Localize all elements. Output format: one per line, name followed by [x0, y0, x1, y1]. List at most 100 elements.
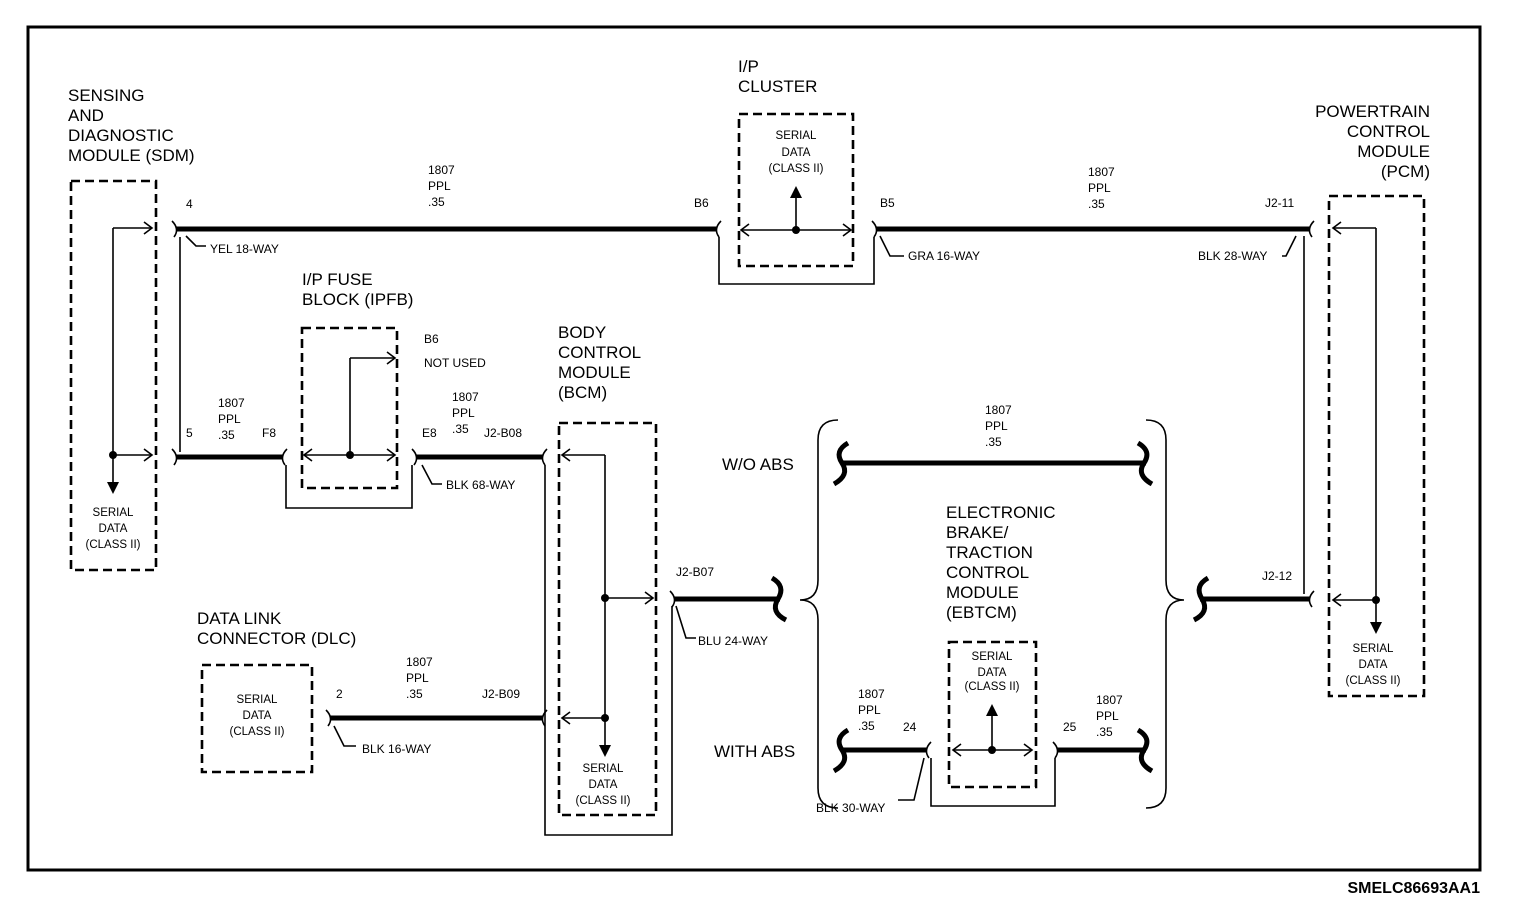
sdm-label-2: AND	[68, 106, 104, 125]
pin-sdm-5: 5	[186, 426, 193, 440]
ebtcm-serial-2: DATA	[978, 667, 1007, 679]
sdm-module: SENSING AND DIAGNOSTIC MODULE (SDM) SERI…	[68, 86, 195, 572]
left-brace	[799, 419, 839, 809]
pin-ipfb-e8: E8	[422, 426, 437, 440]
diagram-frame	[26, 25, 1482, 872]
wire-gauge-2: .35	[1088, 197, 1105, 211]
wire-gauge-3: .35	[218, 428, 235, 442]
pin-ebtcm-25: 25	[1063, 720, 1077, 734]
conn-yel18: YEL 18-WAY	[210, 242, 279, 256]
ipc-label-1: I/P	[738, 57, 759, 76]
pcm-serial-3: (CLASS II)	[1346, 675, 1401, 687]
conn-gra16: GRA 16-WAY	[908, 249, 980, 263]
dlc-serial-1: SERIAL	[237, 694, 279, 706]
ebtcm-box	[947, 640, 1038, 789]
ipc-serial-1: SERIAL	[776, 130, 818, 142]
bcm-serial-1: SERIAL	[583, 763, 625, 775]
sdm-label-1: SENSING	[68, 86, 145, 105]
pin-sdm-4: 4	[186, 197, 193, 211]
conn-blu24: BLU 24-WAY	[698, 634, 768, 648]
pcm-label-3: MODULE	[1357, 142, 1430, 161]
bcm-serial-2: DATA	[589, 779, 618, 791]
wire-circuit-5: 1807	[985, 403, 1012, 417]
pin-bcm-j2-b09: J2-B09	[482, 687, 520, 701]
sdm-serial-1: SERIAL	[93, 507, 135, 519]
bcm-label-3: MODULE	[558, 363, 631, 382]
ipc-label-2: CLUSTER	[738, 77, 817, 96]
conn-blk28: BLK 28-WAY	[1198, 249, 1267, 263]
ebtcm-label-6: (EBTCM)	[946, 603, 1017, 622]
note-not-used: NOT USED	[424, 356, 486, 370]
wire-gauge-4: .35	[452, 422, 469, 436]
conn-blk16: BLK 16-WAY	[362, 742, 431, 756]
wire-color-5: PPL	[985, 419, 1008, 433]
sdm-serial-3: (CLASS II)	[86, 539, 141, 551]
pcm-serial-2: DATA	[1359, 659, 1388, 671]
bcm-label-4: (BCM)	[558, 383, 607, 402]
bcm-module: BODY CONTROL MODULE (BCM) SERIAL DATA (C…	[557, 323, 658, 817]
conn-blk30: BLK 30-WAY	[816, 801, 885, 815]
pin-dlc-2: 2	[336, 687, 343, 701]
pcm-label-1: POWERTRAIN	[1315, 102, 1430, 121]
wire-color-7: PPL	[1096, 709, 1119, 723]
bcm-label-2: CONTROL	[558, 343, 641, 362]
ipfb-label-2: BLOCK (IPFB)	[302, 290, 413, 309]
pin-bcm-j2-b08: J2-B08	[484, 426, 522, 440]
pin-ipc-b5: B5	[880, 196, 895, 210]
ipfb-label-1: I/P FUSE	[302, 270, 373, 289]
ipc-box	[737, 112, 855, 268]
bcm-out-wire: J2-B07 BLU 24-WAY	[669, 565, 788, 648]
ipfb-module: I/P FUSE BLOCK (IPFB) B6 NOT USED	[300, 270, 486, 490]
wire-gauge-8: .35	[406, 687, 423, 701]
wire-color-3: PPL	[218, 412, 241, 426]
right-brace	[1145, 419, 1185, 809]
wire-circuit-7: 1807	[1096, 693, 1123, 707]
dlc-module: DATA LINK CONNECTOR (DLC) SERIAL DATA (C…	[197, 609, 548, 774]
wire-gauge-7: .35	[1096, 725, 1113, 739]
ebtcm-label-4: CONTROL	[946, 563, 1029, 582]
bcm-box	[557, 421, 658, 817]
sdm-label-3: DIAGNOSTIC	[68, 126, 174, 145]
ebtcm-label-1: ELECTRONIC	[946, 503, 1056, 522]
ip-cluster-module: I/P CLUSTER SERIAL DATA (CLASS II)	[737, 57, 855, 268]
sdm-serial-2: DATA	[99, 523, 128, 535]
mid-wire: 5 1807 PPL .35 F8 E8 1807 PPL .35 J2-B08…	[171, 237, 548, 716]
with-abs-label: WITH ABS	[714, 742, 795, 761]
pcm-box	[1327, 194, 1426, 698]
top-wire: 4 1807 PPL .35 B6 YEL 18-WAY B5 1807 PPL…	[171, 163, 1315, 285]
pin-ebtcm-24: 24	[903, 720, 917, 734]
pin-pcm-j2-12: J2-12	[1262, 569, 1292, 583]
pin-ipfb-b6: B6	[424, 332, 439, 346]
wire-color-4: PPL	[452, 406, 475, 420]
ebtcm-module: ELECTRONIC BRAKE/ TRACTION CONTROL MODUL…	[946, 503, 1056, 789]
sdm-label-4: MODULE (SDM)	[68, 146, 195, 165]
figure-id: SMELC86693AA1	[1348, 880, 1481, 897]
ipc-serial-3: (CLASS II)	[769, 163, 824, 175]
wire-circuit-4: 1807	[452, 390, 479, 404]
dlc-label-1: DATA LINK	[197, 609, 282, 628]
pin-ipfb-f8: F8	[262, 426, 276, 440]
wire-circuit-2: 1807	[1088, 165, 1115, 179]
ebtcm-serial-1: SERIAL	[972, 651, 1014, 663]
wire-color-2: PPL	[1088, 181, 1111, 195]
pin-bcm-j2-b07: J2-B07	[676, 565, 714, 579]
dlc-label-2: CONNECTOR (DLC)	[197, 629, 356, 648]
wire-gauge-5: .35	[985, 435, 1002, 449]
wire-circuit-8: 1807	[406, 655, 433, 669]
pcm-label-4: (PCM)	[1381, 162, 1430, 181]
dlc-serial-3: (CLASS II)	[230, 726, 285, 738]
wire-circuit-1: 1807	[428, 163, 455, 177]
pcm-module: POWERTRAIN CONTROL MODULE (PCM) SERIAL D…	[1315, 102, 1430, 698]
conn-blk68: BLK 68-WAY	[446, 478, 515, 492]
wire-color-8: PPL	[406, 671, 429, 685]
wo-abs-branch: W/O ABS 1807 PPL .35	[722, 403, 1154, 487]
wire-gauge-6: .35	[858, 719, 875, 733]
ebtcm-label-3: TRACTION	[946, 543, 1033, 562]
wire-color-6: PPL	[858, 703, 881, 717]
wire-circuit-6: 1807	[858, 687, 885, 701]
ebtcm-label-2: BRAKE/	[946, 523, 1009, 542]
dlc-serial-2: DATA	[243, 710, 272, 722]
wo-abs-label: W/O ABS	[722, 455, 794, 474]
bcm-serial-3: (CLASS II)	[576, 795, 631, 807]
